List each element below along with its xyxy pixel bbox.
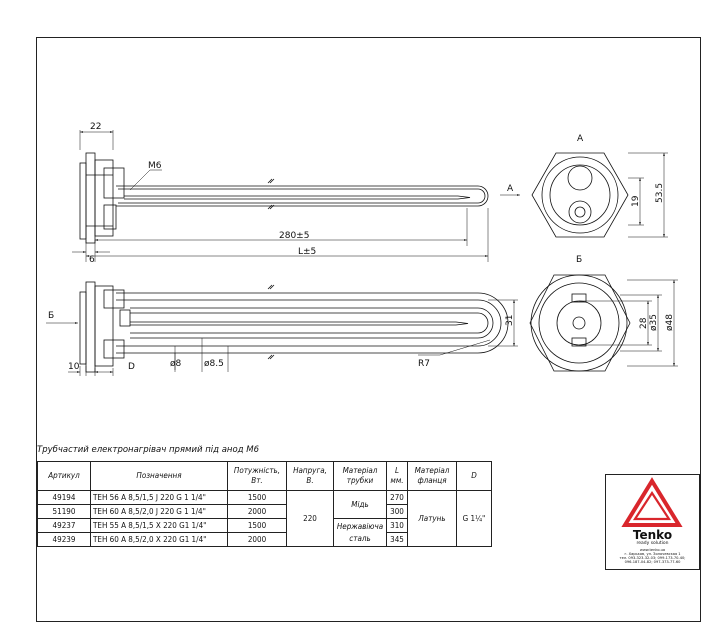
dim-phi48: ø48: [665, 314, 675, 331]
cell-article: 49237: [37, 518, 91, 533]
tenko-logo-block: Tenko ready solution www.tenko.ua г. Хар…: [605, 474, 700, 570]
cell-designation: ТЕН 60 А 8,5/2,0 X 220 G1 1/4": [90, 532, 228, 547]
cell-L: 345: [386, 532, 408, 547]
cell-L: 310: [386, 518, 408, 533]
table-row: 49237 ТЕН 55 А 8,5/1,5 X 220 G1 1/4" 150…: [37, 518, 492, 547]
table-row: 51190 ТЕН 60 А 8,5/2,0 J 220 G 1 1/4" 20…: [37, 504, 492, 519]
cell-L: 300: [386, 504, 408, 519]
cell-designation: ТЕН 56 А 8,5/1,5 J 220 G 1 1/4": [90, 490, 228, 505]
dim-53-5: 53.5: [655, 183, 665, 203]
view-b-dimensions: [579, 279, 678, 367]
cell-article: 49194: [37, 490, 91, 505]
brand-phones-1: тел. 093-323-32-03; 099-173-70-40;: [619, 556, 686, 560]
heater-top-view: [79, 152, 489, 244]
tenko-logo-triangle: [621, 477, 683, 527]
view-a-dimensions: [500, 152, 668, 238]
view-b-title: Б: [576, 255, 582, 265]
dim-L: L±5: [298, 247, 316, 257]
cell-article: 49239: [37, 532, 91, 547]
brand-name: Tenko: [632, 528, 673, 542]
dim-28: 28: [639, 317, 649, 329]
col-designation-header: Позначення: [90, 461, 228, 491]
dim-31: 31: [505, 315, 515, 326]
dim-r7: R7: [418, 359, 430, 369]
dim-280: 280±5: [279, 231, 309, 241]
cell-designation: ТЕН 60 А 8,5/2,0 J 220 G 1 1/4": [90, 504, 228, 519]
dim-D: D: [128, 362, 135, 372]
cell-tube-copper: Мідь: [333, 490, 387, 519]
heater-plan-view: [79, 281, 509, 373]
col-L-header: L мм.: [386, 461, 408, 491]
brand-phones-2: 096-187-04-82; 097-373-77-60: [624, 560, 681, 564]
cell-voltage: 220: [286, 490, 334, 547]
dim-6: 6: [89, 255, 95, 265]
col-article-header: Артикул: [37, 461, 91, 491]
cell-power: 2000: [227, 532, 287, 547]
view-a-title: A: [577, 134, 584, 144]
col-flange-header: Матеріал фланця: [407, 461, 457, 491]
dim-19: 19: [631, 195, 641, 207]
top-view-dimensions: [72, 130, 489, 262]
dim-phi85: ø8.5: [204, 359, 224, 369]
col-power-header: Потужність, Вт.: [227, 461, 287, 491]
table-header-row: Артикул Позначення Потужність, Вт. Напру…: [37, 461, 492, 491]
cell-tube-steel: Нержавіюча сталь: [333, 518, 387, 547]
cell-power: 1500: [227, 490, 287, 505]
dim-phi35: ø35: [649, 314, 659, 331]
drawing-frame: [36, 37, 701, 622]
dim-phi8: ø8: [170, 359, 182, 369]
view-b-arrow-label: Б: [48, 311, 54, 321]
cell-designation: ТЕН 55 А 8,5/1,5 X 220 G1 1/4": [90, 518, 228, 533]
spec-table: Артикул Позначення Потужність, Вт. Напру…: [37, 461, 492, 547]
view-a-arrow-label: A: [507, 184, 514, 194]
cell-power: 1500: [227, 518, 287, 533]
cell-article: 51190: [37, 504, 91, 519]
plan-view-dimensions: [46, 299, 518, 376]
cell-power: 2000: [227, 504, 287, 519]
brand-site: www.tenko.ua: [639, 548, 666, 552]
dim-10: 10: [68, 362, 80, 372]
col-voltage-header: Напруга, В.: [286, 461, 334, 491]
brand-address: г. Харьков, ул. Золочевская 1: [624, 552, 681, 556]
view-b-hex: [529, 274, 631, 372]
view-a-hex: [531, 152, 629, 238]
cell-D: G 1¼": [456, 490, 492, 547]
col-tube-material-header: Матеріал трубки: [333, 461, 387, 491]
table-row: 49194 ТЕН 56 А 8,5/1,5 J 220 G 1 1/4" 15…: [37, 490, 492, 547]
drawing-caption: Трубчастий електронагрівач прямий під ан…: [37, 445, 259, 455]
cell-flange: Латунь: [407, 490, 457, 547]
cell-L: 270: [386, 490, 408, 505]
col-D-header: D: [456, 461, 492, 491]
table-row: 49239 ТЕН 60 А 8,5/2,0 X 220 G1 1/4" 200…: [37, 532, 492, 547]
brand-tagline: ready solution: [636, 541, 669, 546]
dim-22: 22: [90, 122, 101, 132]
dim-m6: M6: [148, 161, 162, 171]
